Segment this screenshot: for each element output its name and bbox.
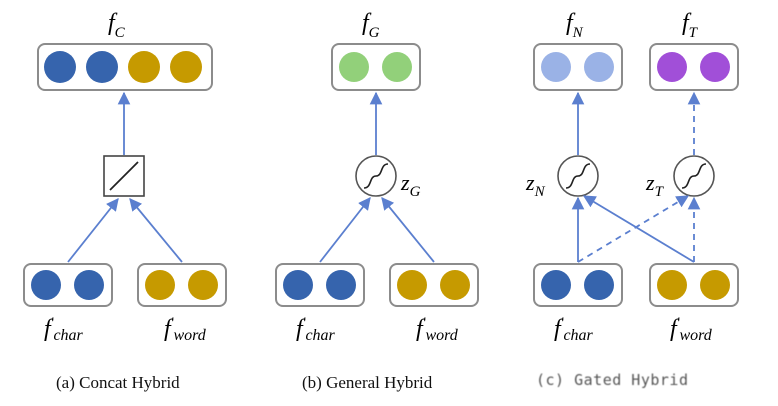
fword-label-b: f'word — [416, 314, 459, 344]
fchar-unit-1-c — [541, 270, 571, 300]
panel-general-hybrid: fG zG f'char f'word (b) General Hybrid — [275, 10, 479, 392]
arrow-char-b — [319, 197, 371, 263]
fchar-unit-2-b — [326, 270, 356, 300]
ft-label: fT — [682, 10, 699, 41]
fc-unit-1 — [44, 51, 76, 83]
fn-unit-1 — [541, 52, 571, 82]
arrow-word-to-zn — [582, 195, 695, 263]
sigmoid-curve-b — [363, 163, 389, 189]
zt-label: zT — [645, 170, 665, 200]
caption-a: (a) Concat Hybrid — [56, 373, 180, 392]
fword-unit-1-b — [397, 270, 427, 300]
fchar-label-c: f'char — [554, 314, 594, 344]
fg-label: fG — [362, 10, 380, 41]
linear-icon-line — [109, 161, 139, 191]
arrow-word-a — [129, 198, 183, 263]
panel-concat-hybrid: fC f'char f'word (a) Concat Hybrid — [23, 10, 227, 392]
fc-unit-2 — [86, 51, 118, 83]
fword-label-c: f'word — [670, 314, 713, 344]
arrow-char-to-zt — [577, 195, 690, 263]
fword-unit-2-b — [440, 270, 470, 300]
fc-label: fC — [108, 10, 126, 41]
fchar-unit-1-a — [31, 270, 61, 300]
zg-label: zG — [400, 170, 421, 200]
sigmoid-curve-t — [681, 163, 707, 189]
arrow-word-b — [381, 197, 435, 263]
caption-c-container: (c) Gated Hybrid — [470, 360, 778, 406]
fword-unit-2-c — [700, 270, 730, 300]
fg-unit-1 — [339, 52, 369, 82]
fchar-unit-1-b — [283, 270, 313, 300]
fn-unit-2 — [584, 52, 614, 82]
fword-unit-2-a — [188, 270, 218, 300]
sigmoid-curve-n — [565, 163, 591, 189]
zn-label: zN — [525, 170, 546, 200]
fchar-unit-2-c — [584, 270, 614, 300]
panel-gated-hybrid: fN fT zN zT f'char f'word — [525, 10, 739, 344]
fchar-unit-2-a — [74, 270, 104, 300]
ft-unit-2 — [700, 52, 730, 82]
fc-unit-3 — [128, 51, 160, 83]
fc-unit-4 — [170, 51, 202, 83]
fc-vector-box — [37, 43, 213, 91]
arrow-char-a — [67, 198, 119, 263]
fn-label: fN — [566, 10, 584, 41]
fg-unit-2 — [382, 52, 412, 82]
fchar-label-b: f'char — [296, 314, 336, 344]
fword-unit-1-a — [145, 270, 175, 300]
ft-unit-1 — [657, 52, 687, 82]
caption-b: (b) General Hybrid — [302, 373, 433, 392]
fword-label-a: f'word — [164, 314, 207, 344]
caption-c: (c) Gated Hybrid — [536, 371, 689, 389]
fword-unit-1-c — [657, 270, 687, 300]
fchar-label-a: f'char — [44, 314, 84, 344]
